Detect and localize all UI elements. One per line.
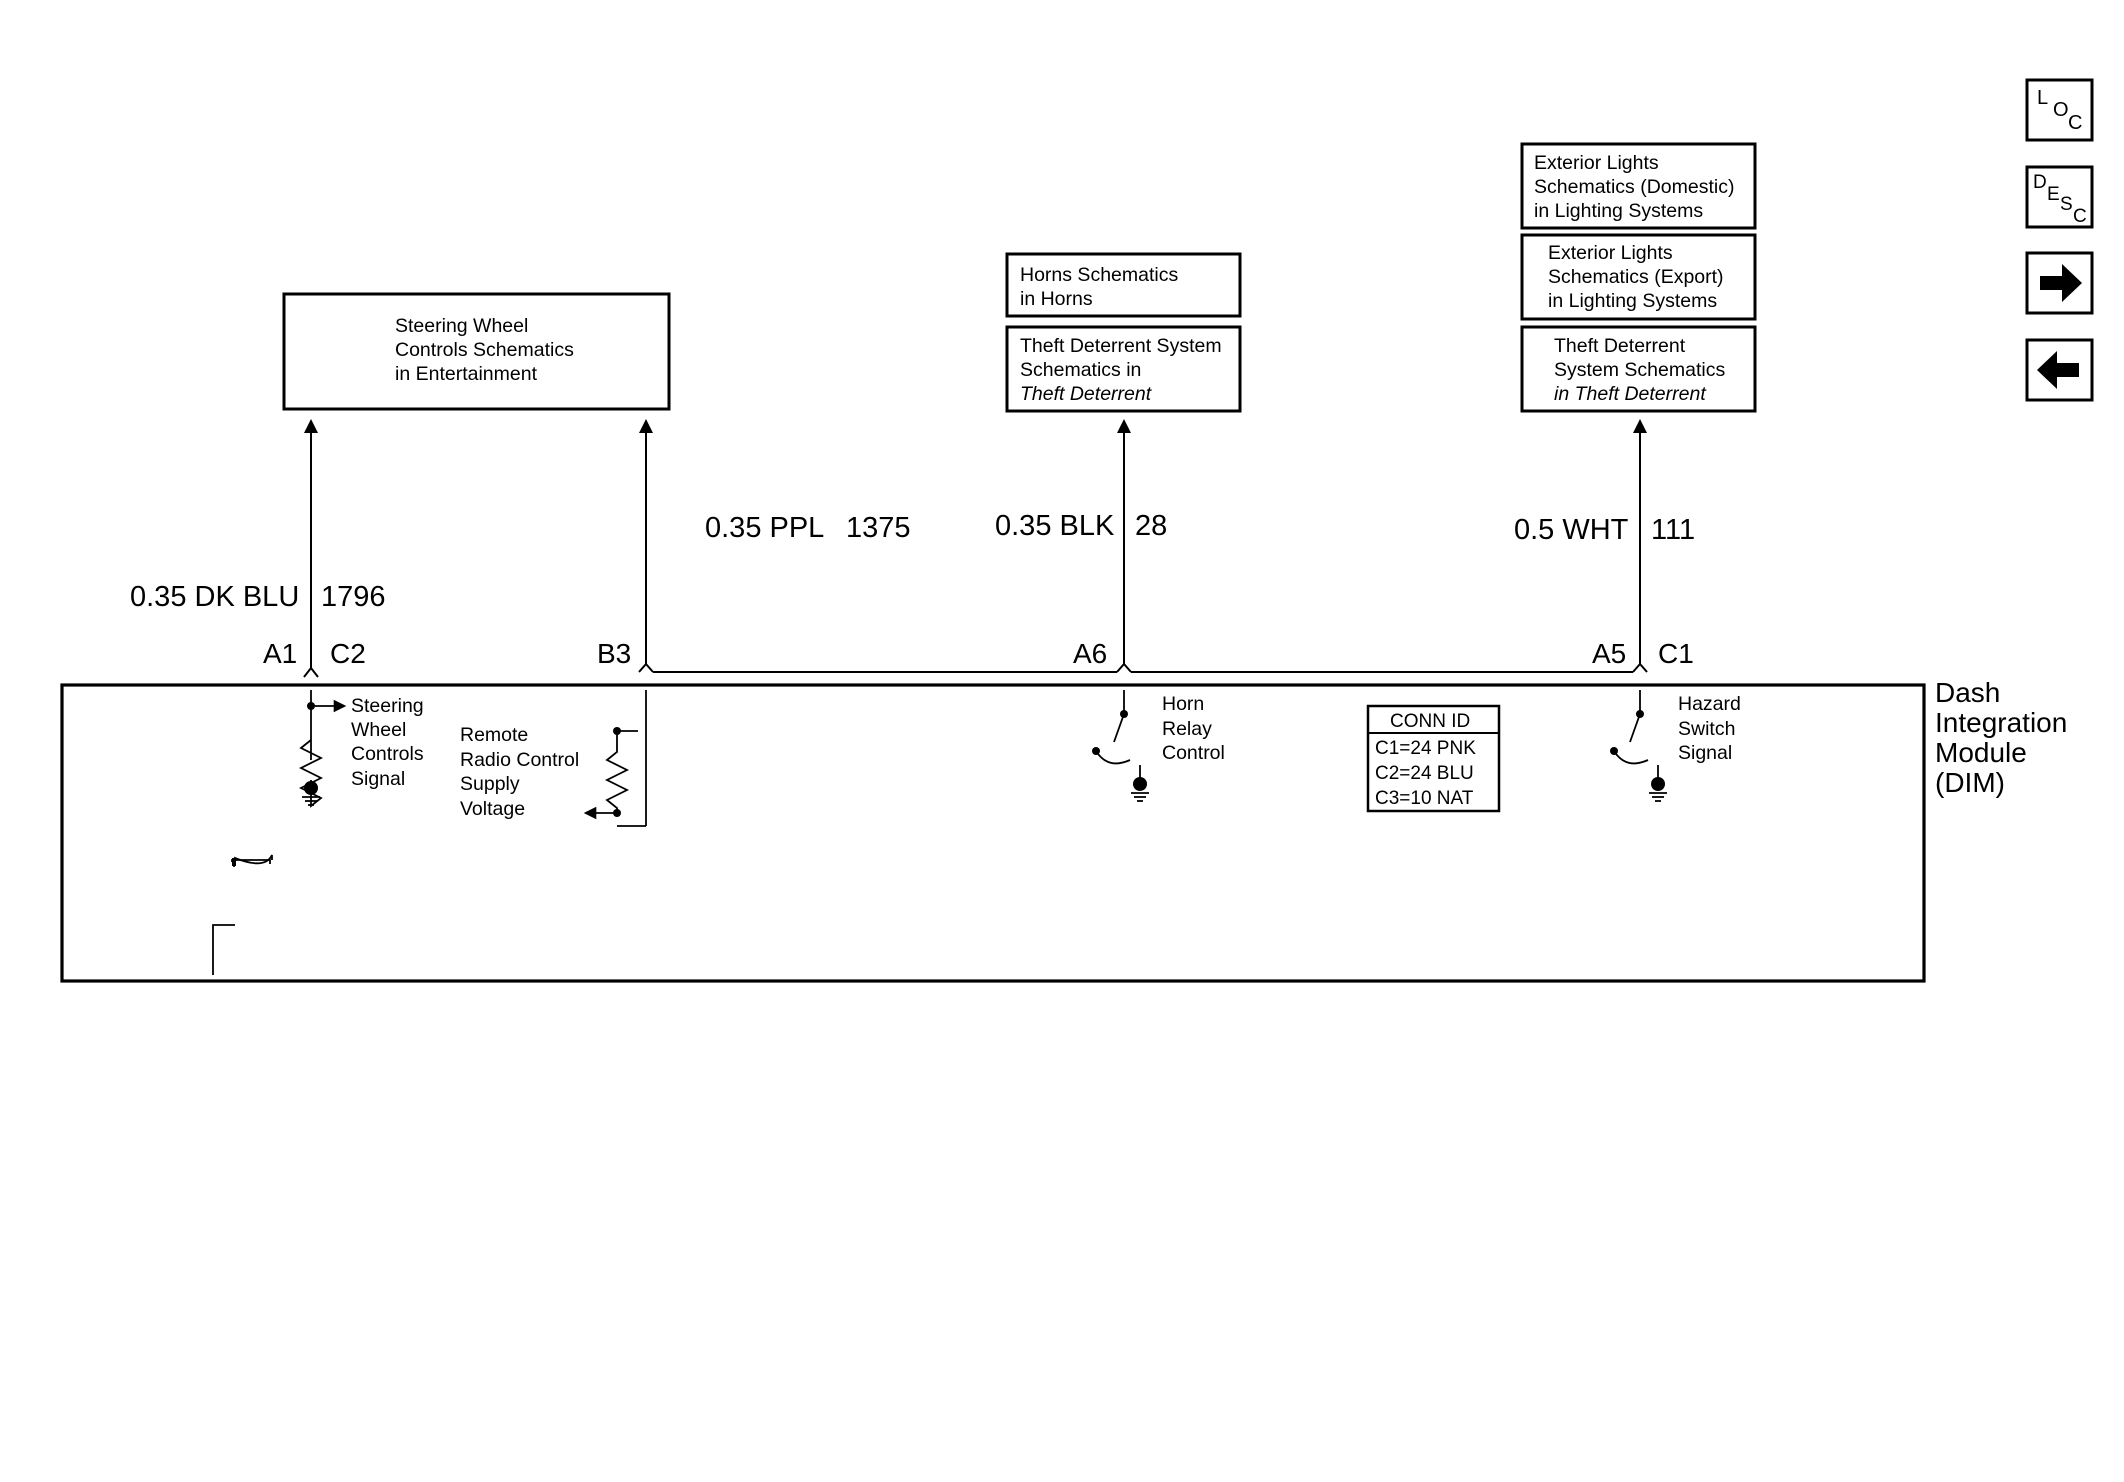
dest-box-horns[interactable]: Horns Schematics in Horns	[1005, 252, 1242, 318]
wire-label: 0.35 DK BLU	[130, 581, 299, 613]
prev-arrow-button[interactable]	[2025, 338, 2094, 402]
svg-text:Hazard: Hazard	[1678, 693, 1741, 715]
pin-label: A6	[1073, 638, 1107, 669]
desc-letter: D	[2033, 172, 2047, 193]
remote-label: Remote Radio Control Supply Voltage	[460, 724, 579, 820]
svg-text:Steering: Steering	[351, 695, 424, 717]
svg-text:Radio Control: Radio Control	[460, 749, 579, 771]
horn-relay-switch	[1092, 690, 1149, 802]
desc-button[interactable]: D E S C	[2025, 165, 2094, 229]
reverse-lockout-switch	[212, 854, 273, 975]
desc-letter: S	[2060, 194, 2073, 215]
loc-letter: C	[2068, 112, 2082, 134]
pin-label: B3	[597, 638, 631, 669]
wire-top-111[interactable]: 0.5 WHT 111 A5 C1	[1514, 419, 1695, 673]
dest-text: in Theft Deterrent	[1554, 383, 1707, 405]
loc-button[interactable]: L O C	[2025, 78, 2094, 142]
svg-text:C3=10 NAT: C3=10 NAT	[1375, 788, 1474, 809]
dest-text: Horns Schematics	[1020, 264, 1178, 286]
wire-top-1796[interactable]: 0.35 DK BLU 1796 A1 C2	[130, 419, 386, 678]
dest-text: in Entertainment	[395, 363, 538, 385]
dest-text: Schematics (Domestic)	[1534, 176, 1734, 198]
svg-text:Wheel: Wheel	[351, 719, 406, 741]
svg-text:(DIM): (DIM)	[1935, 767, 2005, 798]
loc-letter: O	[2053, 99, 2069, 121]
svg-text:Control: Control	[1162, 742, 1225, 764]
svg-text:Controls: Controls	[351, 743, 424, 765]
circuit-number: 111	[1651, 514, 1695, 546]
svg-text:Module: Module	[1935, 737, 2027, 768]
dest-text: Controls Schematics	[395, 339, 574, 361]
conn-id-table: CONN ID C1=24 PNK C2=24 BLU C3=10 NAT	[1366, 704, 1501, 813]
dest-text: System Schematics	[1554, 359, 1725, 381]
dest-text: Exterior Lights	[1534, 152, 1659, 174]
dest-text: Theft Deterrent	[1554, 335, 1686, 357]
dest-box-exterior-export[interactable]: Exterior Lights Schematics (Export) in L…	[1520, 233, 1757, 321]
dest-box-steering-wheel[interactable]: Steering Wheel Controls Schematics in En…	[282, 292, 671, 411]
wire-label: 0.35 BLK	[995, 510, 1115, 542]
hazard-switch	[1610, 690, 1667, 802]
svg-text:C1=24 PNK: C1=24 PNK	[1375, 738, 1476, 759]
svg-text:Remote: Remote	[460, 724, 528, 746]
dest-text: Exterior Lights	[1548, 242, 1673, 264]
circuit-number: 28	[1135, 510, 1167, 542]
svg-text:Voltage: Voltage	[460, 798, 525, 820]
svg-text:CONN ID: CONN ID	[1390, 711, 1470, 732]
svg-text:Signal: Signal	[351, 768, 405, 790]
wire-label: 0.5 WHT	[1514, 514, 1629, 546]
dest-text: Schematics in	[1020, 359, 1141, 381]
loc-letter: L	[2037, 87, 2048, 109]
circuit-number: 1796	[321, 581, 386, 613]
steering-wheel-resistor	[298, 690, 347, 808]
module-label: Dash Integration Module (DIM)	[1935, 677, 2067, 798]
svg-text:C2=24 BLU: C2=24 BLU	[1375, 763, 1474, 784]
steering-label: Steering Wheel Controls Signal	[351, 695, 424, 790]
left-arrow-icon	[2037, 351, 2079, 389]
dest-text: Steering Wheel	[395, 315, 528, 337]
next-arrow-button[interactable]	[2025, 251, 2094, 315]
svg-text:Integration: Integration	[1935, 707, 2067, 738]
hazard-label: Hazard Switch Signal	[1678, 693, 1741, 764]
wire-top-28[interactable]: 0.35 BLK 28 A6	[995, 419, 1633, 673]
dest-text: in Lighting Systems	[1534, 200, 1703, 222]
dest-box-theft-deterrent-a[interactable]: Theft Deterrent System Schematics in The…	[1005, 325, 1242, 413]
desc-letter: E	[2047, 184, 2060, 205]
horn-label: Horn Relay Control	[1162, 693, 1225, 764]
dest-text: Theft Deterrent System	[1020, 335, 1222, 357]
dest-text: Theft Deterrent	[1020, 383, 1153, 405]
reverse-lockout-circuit	[231, 859, 271, 864]
dest-text: Schematics (Export)	[1548, 266, 1724, 288]
dest-box-theft-deterrent-b[interactable]: Theft Deterrent System Schematics in The…	[1520, 325, 1757, 413]
svg-text:Signal: Signal	[1678, 742, 1732, 764]
dest-text: in Lighting Systems	[1548, 290, 1717, 312]
wire-top-1375[interactable]: 0.35 PPL 1375 B3	[597, 419, 1117, 673]
svg-text:Relay: Relay	[1162, 718, 1212, 740]
dest-box-exterior-domestic[interactable]: Exterior Lights Schematics (Domestic) in…	[1520, 142, 1757, 230]
pin-label: A5	[1592, 638, 1626, 669]
dim-module-box[interactable]	[60, 683, 1926, 983]
connector-label: C1	[1658, 638, 1694, 669]
wire-label: 0.35 PPL	[705, 512, 824, 544]
svg-text:Supply: Supply	[460, 773, 520, 795]
svg-text:Switch: Switch	[1678, 718, 1735, 740]
circuit-number: 1375	[846, 512, 911, 544]
pin-label: A1	[263, 638, 297, 669]
remote-radio-resistor	[583, 690, 647, 827]
svg-text:Horn: Horn	[1162, 693, 1204, 715]
desc-letter: C	[2073, 206, 2087, 227]
right-arrow-icon	[2040, 264, 2082, 302]
svg-text:Dash: Dash	[1935, 677, 2000, 708]
connector-label: C2	[330, 638, 366, 669]
dest-text: in Horns	[1020, 288, 1093, 310]
